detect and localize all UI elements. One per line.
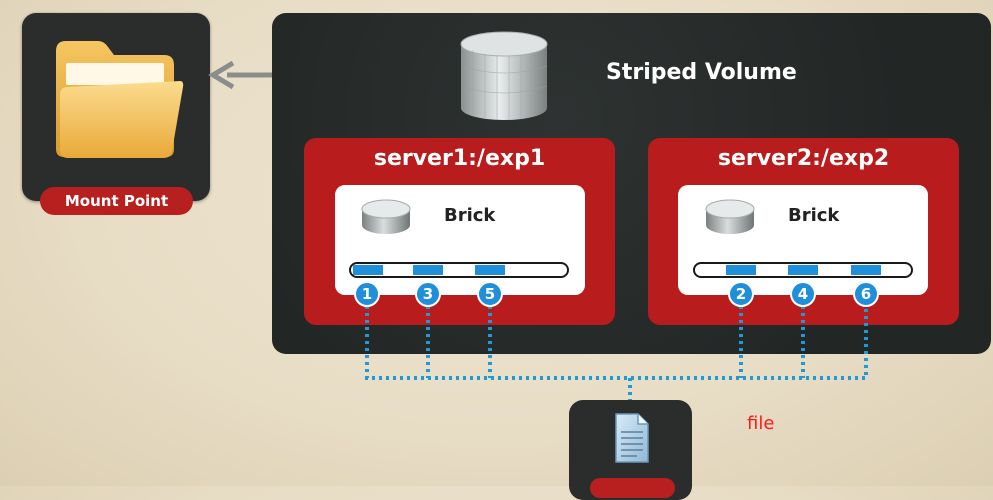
file-label-bar [590, 478, 675, 498]
chunk-marker-5: 5 [477, 281, 503, 307]
chunk-marker-1: 1 [354, 281, 380, 307]
brick-label-1: Brick [444, 205, 496, 226]
mount-point-panel [22, 13, 210, 201]
svg-text:2: 2 [736, 285, 746, 303]
server-title-1: server1:/exp1 [373, 146, 546, 171]
document-icon [615, 413, 649, 463]
database-icon [460, 31, 548, 120]
stripe-bar-1 [349, 262, 569, 278]
chunk-connectors [365, 306, 868, 402]
file-caption: file [747, 413, 775, 434]
svg-text:3: 3 [423, 285, 433, 303]
chunk-marker-3: 3 [415, 281, 441, 307]
server-title-2: server2:/exp2 [717, 146, 890, 171]
disk-icon [705, 199, 755, 234]
disk-icon [361, 199, 411, 234]
mount-point-label: Mount Point [40, 187, 193, 215]
svg-text:4: 4 [798, 285, 808, 303]
svg-text:6: 6 [861, 285, 871, 303]
svg-text:1: 1 [362, 285, 372, 303]
brick-label-2: Brick [788, 205, 840, 226]
stripe-diagram: 1 3 5 2 4 6 [349, 262, 913, 402]
chunk-marker-6: 6 [853, 281, 879, 307]
volume-title: Striped Volume [606, 60, 797, 85]
chunk-marker-2: 2 [728, 281, 754, 307]
stripe-bar-2 [693, 262, 913, 278]
folder-icon [56, 41, 184, 158]
chunk-marker-4: 4 [790, 281, 816, 307]
svg-text:5: 5 [485, 285, 495, 303]
